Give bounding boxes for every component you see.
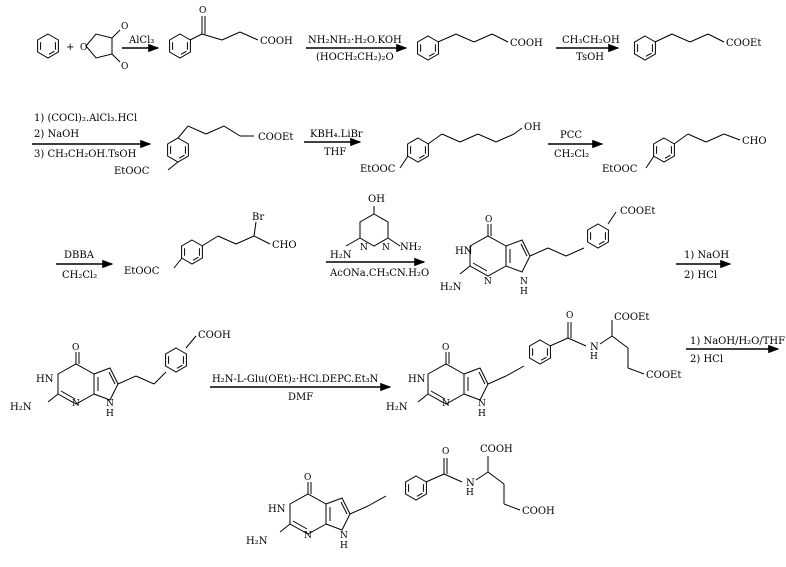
step3-reagent-top: CH₃CH₂OH (562, 35, 620, 46)
pyrimidine-n2: N (382, 243, 390, 253)
succinic-anhydride: O O O (80, 22, 128, 72)
bromo-etooc: EtOOC (124, 266, 160, 277)
ester-core-h2n: H₂N (440, 282, 462, 293)
acid-core-o: O (72, 343, 79, 353)
ethyl-phenylbutanoate: COOEt (634, 33, 761, 61)
pyrimidine-nh2: NH₂ (400, 242, 421, 253)
ester-core-o: O (485, 215, 492, 225)
step2-reagent-bottom: (HOCH₂CH₂)₂O (316, 52, 394, 63)
ester-core-h: H (520, 287, 528, 297)
amide-core-o: O (442, 343, 449, 353)
ester-cooet: COOEt (726, 38, 761, 49)
ester-core-n: N (484, 277, 492, 287)
phenylbutanoic-acid: COOH (417, 33, 543, 61)
diamino-hydroxypyrimidine: OH H₂N NH₂ N N (330, 194, 421, 261)
amide-core-hn: HN (408, 374, 426, 385)
amide-cooet-top: COOEt (614, 312, 649, 323)
acid-core-hn: HN (36, 374, 54, 385)
acid-core-cooh: COOH (198, 330, 231, 341)
bromo-cho: CHO (272, 240, 297, 251)
amide-core-h2n: H₂N (386, 402, 408, 413)
alcohol-oh: OH (524, 122, 541, 133)
pyrimidine-n1: N (360, 243, 368, 253)
step4-reagent-2: 2) NaOH (34, 129, 79, 140)
step10-reagent-top: H₂N-L-Glu(OEt)₂·HCl.DEPC.Et₃N (212, 374, 379, 385)
step1-reagent: AlCl₃ (128, 35, 154, 46)
acid-cooh: COOH (510, 38, 543, 49)
step5-reagent-top: KBH₄.LiBr (310, 129, 363, 140)
product-core-h2n: H₂N (246, 536, 268, 547)
keto-acid-cooh: COOH (260, 36, 293, 47)
pyrimidine-h2n: H₂N (330, 250, 352, 261)
benzene (37, 33, 59, 59)
anhydride-o-top: O (121, 22, 128, 32)
acid-core-h: H (106, 409, 114, 419)
product-amide-h: H (466, 488, 474, 498)
alcohol-etooc: EtOOC (360, 164, 396, 175)
pyrrolopyrimidine-ester: O HN H₂N N N H COOEt (440, 206, 655, 297)
plus-sign: + (66, 42, 74, 53)
amide-core-n: N (442, 399, 450, 409)
step11-reagent-2: 2) HCl (690, 354, 723, 365)
ester-core-nh: N (520, 277, 528, 287)
step5-reagent-bottom: THF (324, 147, 346, 158)
acid-core-h2n: H₂N (10, 402, 32, 413)
product-amide-n: N (466, 478, 475, 489)
step4-reagent-1: 1) (COCl)₂.AlCl₃.HCl (34, 113, 137, 124)
step4-reagent-3: 3) CH₃CH₂OH.TsOH (34, 149, 137, 160)
step11-reagent-1: 1) NaOH/H₂O/THF (690, 336, 785, 347)
keto-o: O (199, 6, 206, 16)
product-core-nh: N (340, 531, 348, 541)
step7-reagent-top: DBBA (64, 250, 95, 261)
alcohol-ester: OH EtOOC (360, 122, 541, 175)
step10-reagent-bottom: DMF (288, 392, 313, 403)
step6-reagent-top: PCC (560, 130, 582, 141)
diester: COOEt EtOOC (114, 125, 293, 177)
diethyl-ester-amide: O HN H₂N N N H O N H COOEt COOEt (386, 311, 681, 419)
product-cooh-top: COOH (480, 444, 513, 455)
step7-reagent-bottom: CH₂Cl₂ (62, 270, 97, 281)
pemetrexed-product: O HN H₂N N N H O N H COOH COOH (246, 444, 555, 551)
step2-reagent-top: NH₂NH₂·H₂O.KOH (308, 35, 402, 46)
acid-core-n: N (72, 399, 80, 409)
step3-reagent-bottom: TsOH (576, 52, 604, 63)
keto-acid: O COOH (169, 6, 293, 59)
anhydride-o-bottom: O (121, 62, 128, 72)
product-core-n: N (304, 531, 312, 541)
bromo-br: Br (252, 212, 264, 223)
aldehyde-cho: CHO (742, 136, 767, 147)
diester-cooet: COOEt (258, 132, 293, 143)
product-cooh-bottom: COOH (522, 506, 555, 517)
pyrimidine-oh: OH (368, 194, 385, 205)
product-core-h: H (340, 541, 348, 551)
acid-core-nh: N (106, 399, 114, 409)
aldehyde-etooc: EtOOC (602, 164, 638, 175)
bromo-aldehyde: Br CHO EtOOC (124, 212, 297, 277)
diester-etooc: EtOOC (114, 166, 150, 177)
product-carbonyl-o: O (442, 447, 449, 457)
pyrrolopyrimidine-acid: O HN H₂N N N H COOH (10, 330, 231, 419)
step8-reagent-bottom: AcONa.CH₃CN.H₂O (329, 268, 429, 279)
ester-core-cooet: COOEt (620, 206, 655, 217)
step9-reagent-2: 2) HCl (684, 270, 717, 281)
amide-cooet-bottom: COOEt (646, 370, 681, 381)
amide-n-h: H (590, 352, 598, 362)
ester-core-hn: HN (455, 246, 473, 257)
amide-core-h: H (478, 409, 486, 419)
amide-core-nh: N (478, 399, 486, 409)
anhydride-o-ring: O (80, 43, 87, 53)
product-core-hn: HN (268, 504, 286, 515)
step6-reagent-bottom: CH₂Cl₂ (554, 149, 589, 160)
aldehyde-ester: CHO EtOOC (602, 133, 767, 175)
amide-n: N (590, 342, 599, 353)
step9-reagent-1: 1) NaOH (684, 250, 729, 261)
product-core-o: O (304, 473, 311, 483)
amide-carbonyl-o: O (566, 311, 573, 321)
